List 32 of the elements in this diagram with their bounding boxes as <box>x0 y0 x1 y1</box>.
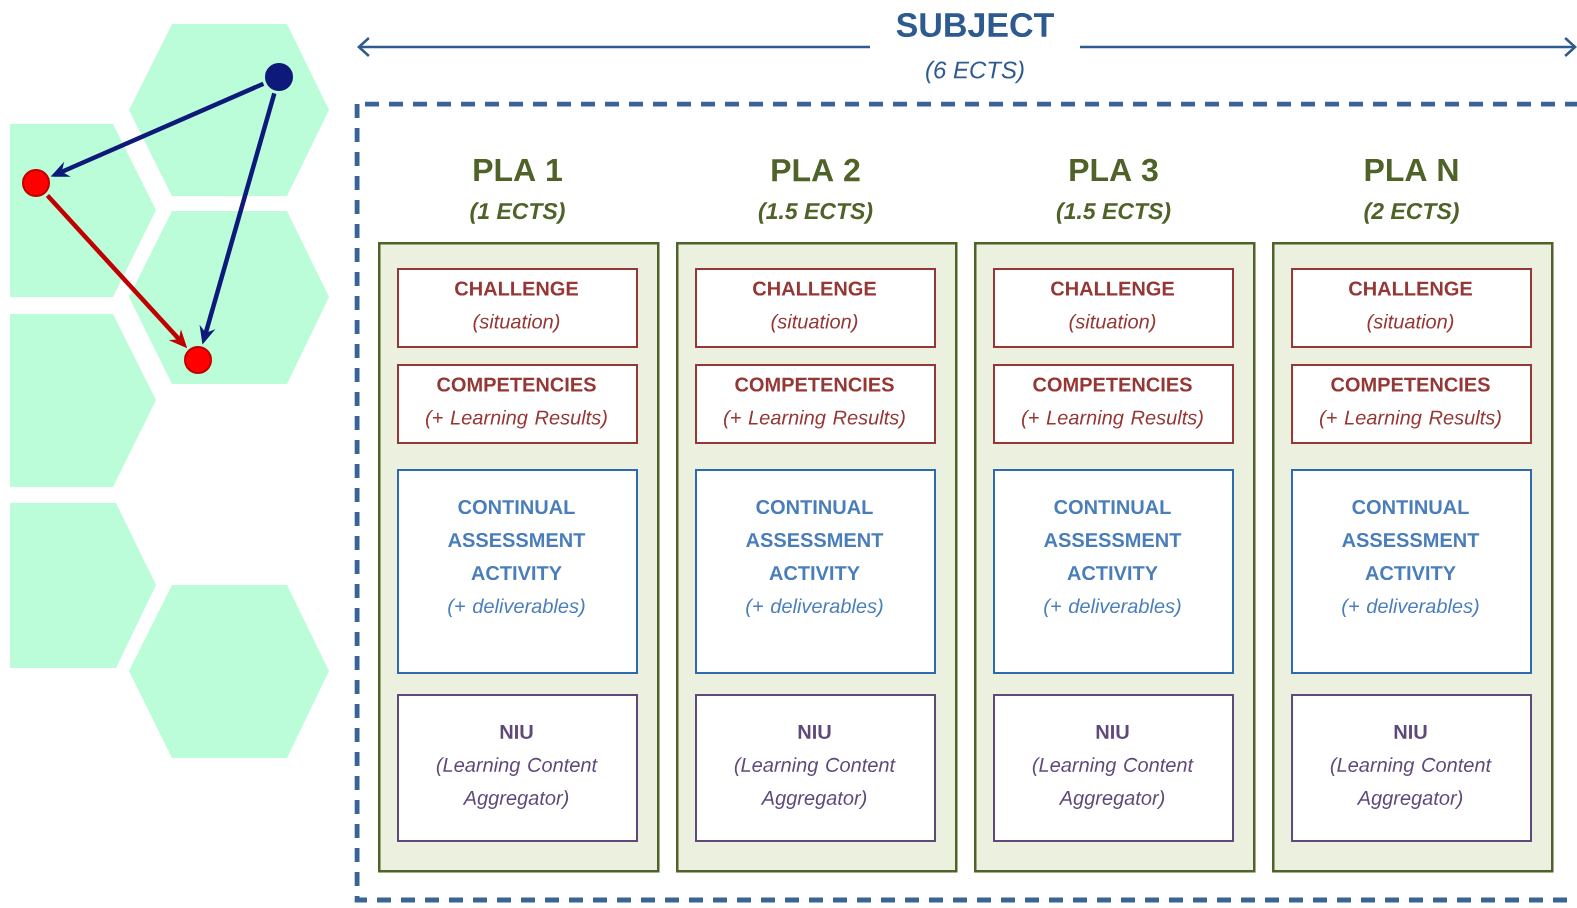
node-label: PLA 1 <box>474 159 562 182</box>
assessment-box: CONTINUAL ASSESSMENT ACTIVITY (+ deliverables) <box>1291 469 1532 674</box>
assessment-box: CONTINUAL ASSESSMENT ACTIVITY (+ deliverables) <box>695 469 936 674</box>
content-box: NIU (Learning Content Aggregator) <box>397 694 638 842</box>
hexagon <box>10 503 156 668</box>
node-label: (2 ECTS) <box>1364 202 1459 224</box>
content-box: NIU (Learning Content Aggregator) <box>695 694 936 842</box>
assessment-box: CONTINUAL ASSESSMENT ACTIVITY (+ deliverables) <box>993 469 1234 674</box>
node-label: (6 ECTS) <box>926 60 1024 84</box>
node-label: PLA 2 <box>772 158 860 182</box>
node-label: PLA 3 <box>1070 158 1158 182</box>
challenge-box: CHALLENGE (situation) <box>397 268 638 348</box>
competencies-box: COMPETENCIES (+ Learning Results) <box>1291 364 1532 444</box>
node-label: (1.5 ECTS) <box>1056 202 1171 224</box>
content-box: NIU (Learning Content Aggregator) <box>993 694 1234 842</box>
competencies-box: COMPETENCIES (+ Learning Results) <box>397 364 638 444</box>
hexagon <box>10 124 156 297</box>
assessment-box: CONTINUAL ASSESSMENT ACTIVITY (+ deliverables) <box>397 469 638 674</box>
content-box: NIU (Learning Content Aggregator) <box>1291 694 1532 842</box>
challenge-box: CHALLENGE (situation) <box>993 268 1234 348</box>
challenge-box: CHALLENGE (situation) <box>695 268 936 348</box>
competencies-box: COMPETENCIES (+ Learning Results) <box>993 364 1234 444</box>
node-label: PLA N <box>1365 159 1458 182</box>
hexagon <box>129 211 329 384</box>
node-label: SUBJECT <box>896 12 1054 38</box>
hexagon <box>10 314 156 487</box>
competencies-box: COMPETENCIES (+ Learning Results) <box>695 364 936 444</box>
hexagon <box>129 24 329 196</box>
node-label: (1.5 ECTS) <box>758 202 873 224</box>
hexagon <box>129 585 329 758</box>
node-label: (1 ECTS) <box>470 202 565 224</box>
challenge-box: CHALLENGE (situation) <box>1291 268 1532 348</box>
